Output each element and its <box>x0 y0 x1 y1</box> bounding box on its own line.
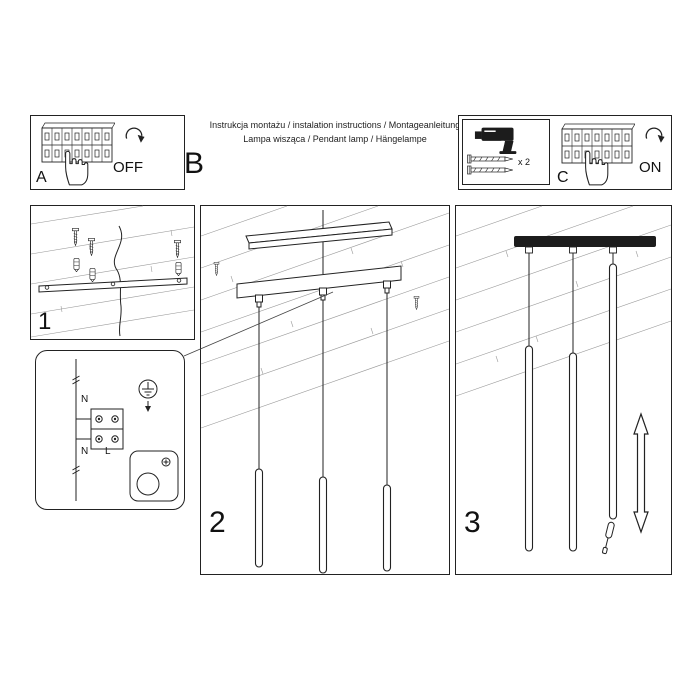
step3-drawing <box>455 205 672 555</box>
on-label: ON <box>639 159 662 176</box>
header: Instrukcja montażu / instalation instruc… <box>190 118 480 146</box>
step2-drawing <box>200 205 450 574</box>
flip-switch-arrow-icon <box>645 127 665 144</box>
wiring-detail-box: N N L <box>35 350 185 510</box>
header-title: Instrukcja montażu / instalation instruc… <box>209 120 461 130</box>
cable-lock-detail <box>602 521 615 555</box>
ceiling-planks <box>30 205 195 338</box>
off-label: OFF <box>113 159 143 176</box>
screw-icon <box>467 154 513 164</box>
power-cable <box>114 225 122 337</box>
ceiling-planks <box>455 205 672 397</box>
panel-step1: 1 <box>30 205 195 340</box>
ceiling-cup-connector <box>129 450 179 502</box>
hand-icon <box>65 150 89 186</box>
ground-symbol <box>138 379 158 399</box>
pendant-tubes <box>254 468 392 574</box>
drill-icon <box>474 127 517 154</box>
step3-number: 3 <box>464 506 481 539</box>
step2-number: 2 <box>209 506 226 539</box>
screw-icon <box>467 165 513 175</box>
step1-number: 1 <box>38 308 52 335</box>
down-arrow-icon <box>145 401 151 412</box>
panel-a: OFF A <box>30 115 185 190</box>
pendant-tubes <box>524 263 618 552</box>
pendant-cables <box>258 293 388 485</box>
mounting-rail <box>38 277 188 293</box>
live-label: L <box>105 446 111 457</box>
header-subtitle: Lampa wisząca / Pendant lamp / Hängelamp… <box>243 134 427 144</box>
neutral-label: N <box>81 446 89 457</box>
panel-step3: 3 <box>455 205 672 575</box>
canopy <box>236 265 402 308</box>
panel-step2: 2 <box>200 205 450 575</box>
mains-cable <box>72 359 91 501</box>
screws-and-plugs <box>72 228 182 282</box>
wiring-drawing <box>72 359 179 502</box>
pendant-cables <box>528 253 614 353</box>
ceiling-bracket <box>245 221 393 250</box>
section-a-label: A <box>36 169 47 186</box>
hand-icon <box>585 150 609 186</box>
neutral-label: N <box>81 394 89 405</box>
tools-box: x 2 <box>462 119 550 185</box>
step1-drawing <box>30 205 195 338</box>
section-c-label: C <box>557 169 569 186</box>
section-b-label: B <box>184 147 205 180</box>
flip-switch-arrow-icon <box>125 127 145 144</box>
terminal-block <box>90 408 124 450</box>
height-adjust-arrow-icon <box>633 412 649 534</box>
mounted-canopy <box>514 236 656 254</box>
panel-c: x 2 ON C <box>458 115 672 190</box>
screws-qty-label: x 2 <box>518 157 531 167</box>
